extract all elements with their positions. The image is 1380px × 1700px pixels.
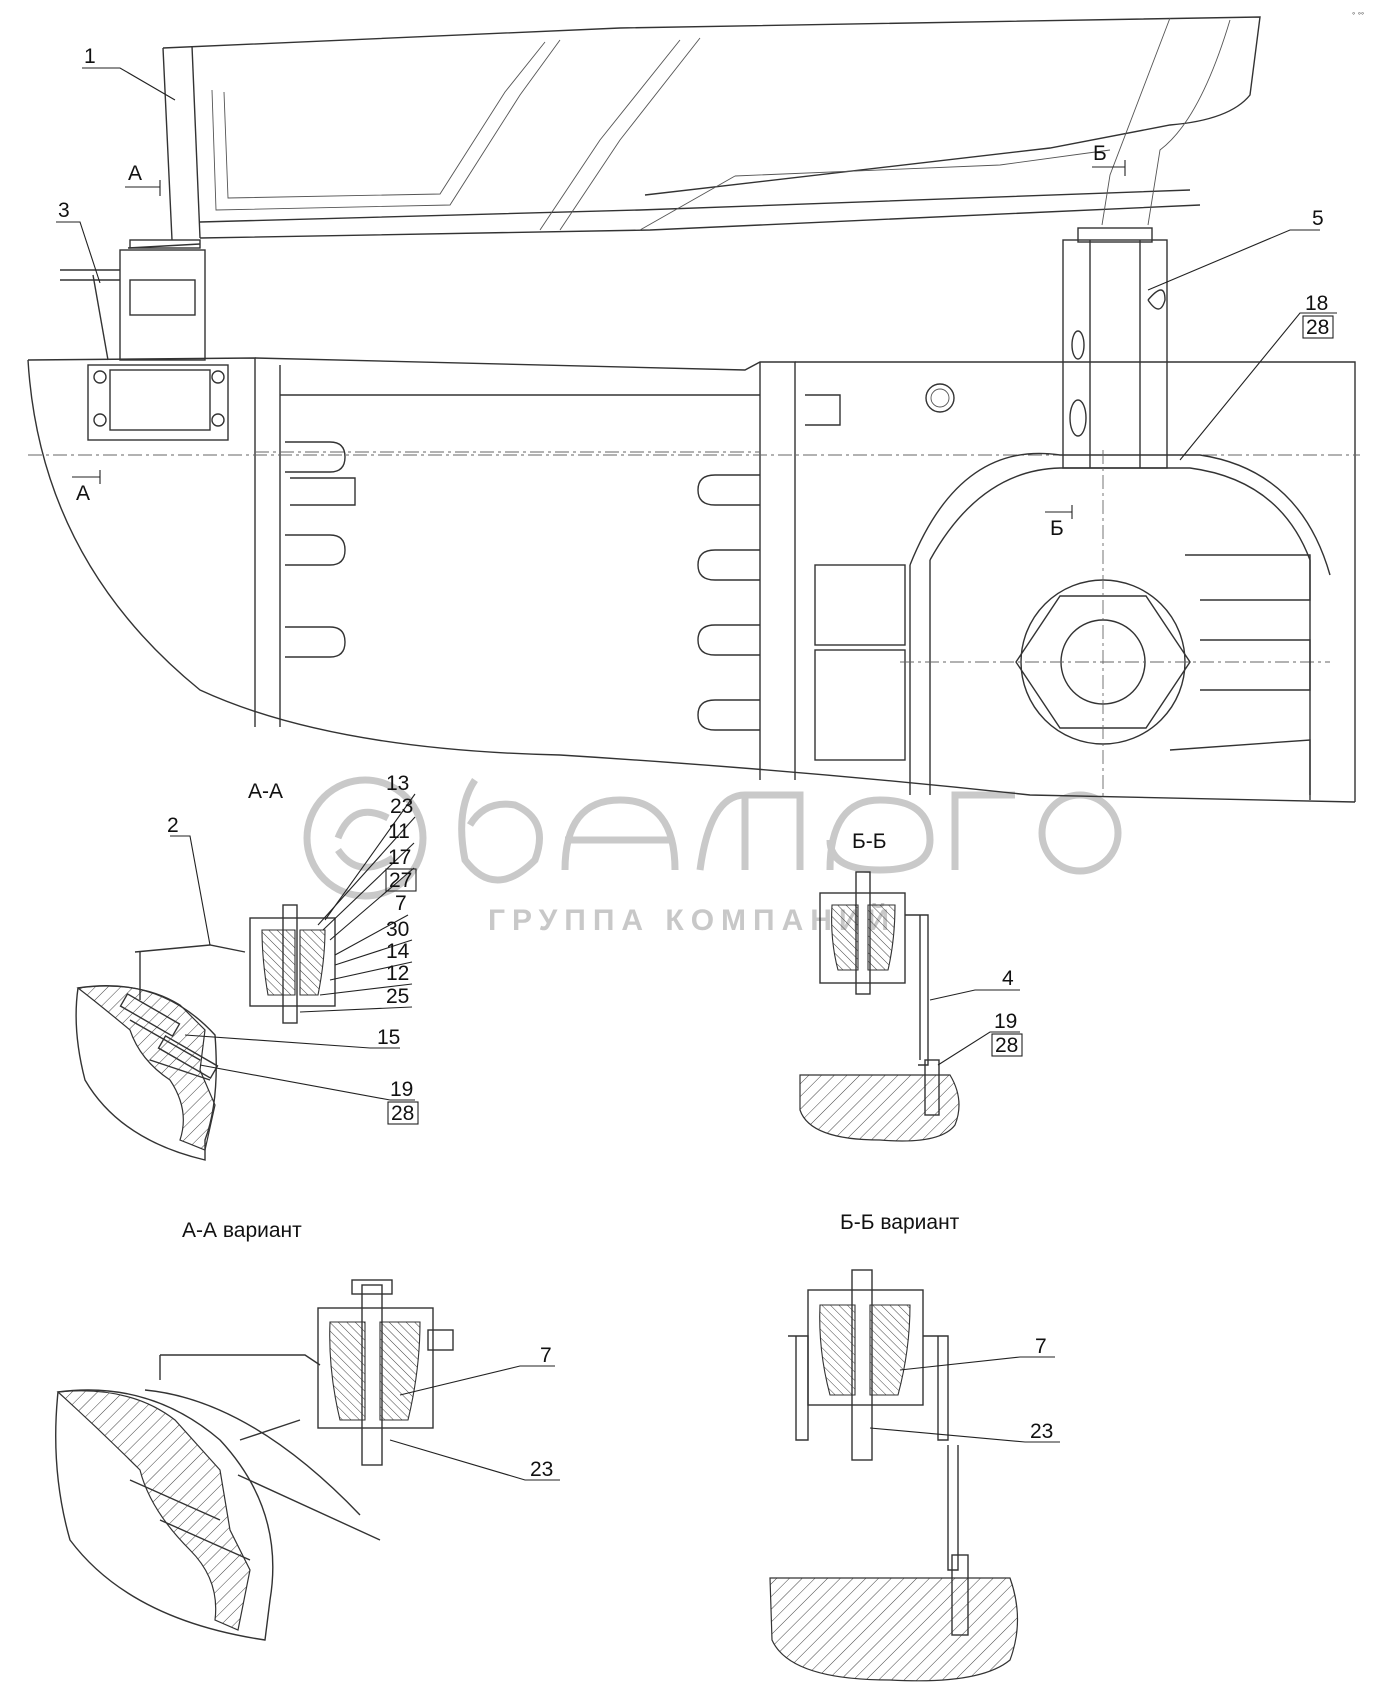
- bbv-callout-23: 23: [1030, 1420, 1053, 1443]
- main-callouts: 1 3 5 18 28: [56, 45, 1337, 461]
- brand-logo-mark: [303, 776, 1122, 900]
- section-bb-variant: Б-Б вариант 7 23: [769, 1211, 1060, 1682]
- aa-callout-13: 13: [386, 772, 409, 795]
- frame-body: [27, 357, 1360, 803]
- flywheel-housing: [900, 450, 1331, 800]
- aa-callout-7: 7: [395, 892, 407, 915]
- bb-callouts: 4 19 28: [929, 967, 1023, 1066]
- section-cut-b: Б Б: [1045, 142, 1126, 540]
- aa-callout-box-27: [385, 868, 417, 892]
- cut-label-a-top: А: [128, 162, 142, 185]
- cut-label-b-bottom: Б: [1050, 517, 1064, 540]
- cut-label-a-bottom: А: [76, 482, 90, 505]
- section-cut-a: А А: [72, 162, 161, 505]
- aa-callout-11: 11: [388, 820, 410, 843]
- corner-logo: ◦ ◦◦: [1352, 8, 1364, 18]
- bb-variant-callouts: 7 23: [869, 1335, 1060, 1443]
- cut-label-b-top: Б: [1093, 142, 1107, 165]
- section-aa-variant: А-А вариант 7 23: [55, 1219, 560, 1641]
- aa-callout-28: 28: [391, 1102, 414, 1125]
- watermark-subtitle: ГРУППА КОМПАНИЙ: [488, 903, 896, 937]
- aa-variant-callouts: 7 23: [389, 1344, 560, 1481]
- aa-callout-23: 23: [390, 795, 413, 818]
- callout-1: 1: [84, 45, 96, 68]
- callout-28: 28: [1306, 316, 1329, 339]
- aa-callouts: 13 23 11 17 27 7 30 14 12 25 2 15 19 28: [167, 772, 419, 1125]
- aa-callout-27: 27: [389, 869, 412, 892]
- section-title-bb-variant: Б-Б вариант: [840, 1211, 960, 1234]
- section-title-bb: Б-Б: [852, 830, 887, 853]
- bb-callout-19: 19: [994, 1010, 1017, 1033]
- bb-callout-box-28: [991, 1033, 1023, 1057]
- aa-callout-30: 30: [386, 918, 409, 941]
- aa-callout-17: 17: [388, 846, 411, 869]
- watermark: ГРУППА КОМПАНИЙ: [303, 776, 1122, 937]
- left-mount-bracket: [60, 239, 229, 441]
- bb-callout-28: 28: [995, 1034, 1018, 1057]
- section-aa: А-А 13 23 11 17 27 7 30 14 12 25 2 15 19: [75, 772, 419, 1161]
- aa-callout-12: 12: [386, 962, 409, 985]
- section-title-aa-variant: А-А вариант: [182, 1219, 302, 1242]
- aav-callout-23: 23: [530, 1458, 553, 1481]
- aav-callout-7: 7: [540, 1344, 552, 1367]
- aa-callout-14: 14: [386, 940, 410, 963]
- section-bb: Б-Б 4 19 28: [799, 830, 1023, 1142]
- bb-callout-4: 4: [1002, 967, 1014, 990]
- section-title-aa: А-А: [248, 780, 283, 803]
- callout-box-28: [1302, 315, 1334, 339]
- aa-callout-15: 15: [377, 1026, 400, 1049]
- main-view: А А Б Б 1 3 5 18 28: [27, 16, 1360, 803]
- aa-callout-box-28: [387, 1101, 419, 1125]
- bbv-callout-7: 7: [1035, 1335, 1047, 1358]
- corner-logo-mark: ◦ ◦◦: [1352, 8, 1364, 18]
- callout-5: 5: [1312, 207, 1324, 230]
- aa-callout-2: 2: [167, 814, 179, 837]
- aa-callout-25: 25: [386, 985, 409, 1008]
- right-mount-post: [1062, 227, 1168, 469]
- callout-18: 18: [1305, 292, 1328, 315]
- callout-3: 3: [58, 199, 70, 222]
- cab-outline: [162, 16, 1261, 241]
- aa-callout-19: 19: [390, 1078, 413, 1101]
